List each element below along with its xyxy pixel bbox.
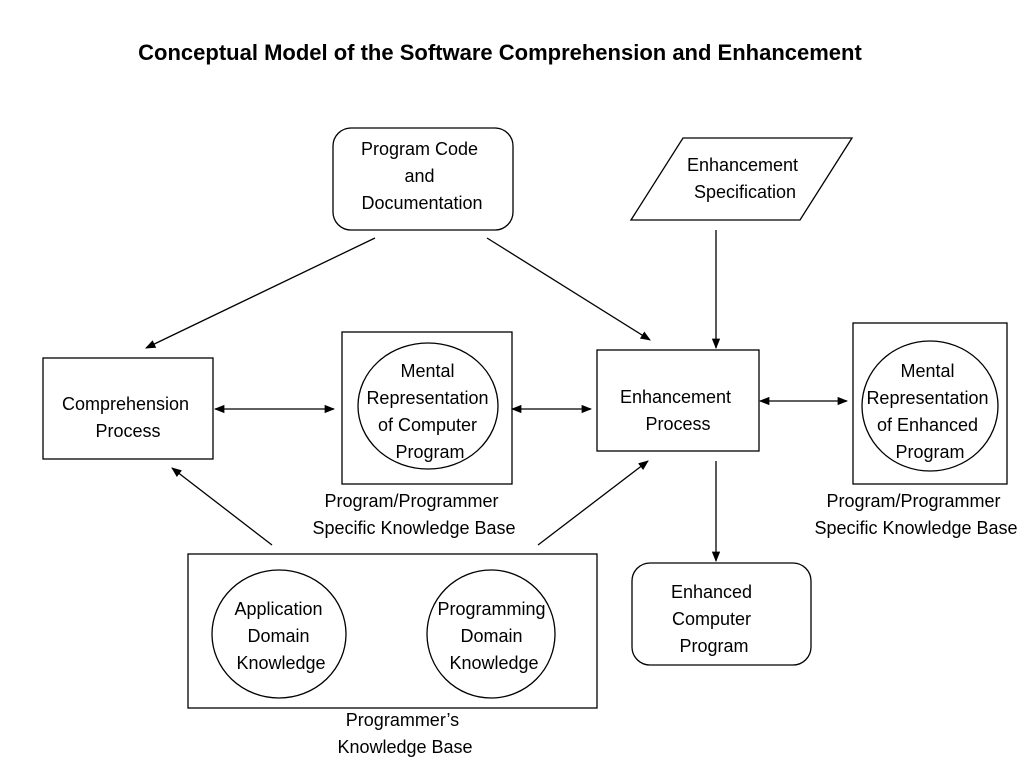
- application-domain-circle: [211, 569, 347, 699]
- application-domain-label: Application Domain Knowledge: [234, 599, 327, 673]
- programming-domain-label: Programming Domain Knowledge: [437, 599, 550, 673]
- arrow-kb-to-enhancement: [537, 460, 649, 546]
- specific-kb-label-1: Program/Programmer Specific Knowledge Ba…: [312, 491, 515, 538]
- arrow-code-to-enhancement: [486, 237, 651, 341]
- programmers-kb-label: Programmer’s Knowledge Base: [337, 710, 472, 757]
- page-title: Conceptual Model of the Software Compreh…: [138, 40, 862, 65]
- enhancement-process-label: Enhancement Process: [620, 387, 736, 434]
- comprehension-process-box: [42, 357, 214, 460]
- program-code-box: [332, 127, 514, 231]
- arrow-code-to-comprehension: [145, 237, 376, 349]
- programming-domain-circle: [426, 569, 556, 699]
- enhanced-program-box: [631, 562, 812, 666]
- arrow-kb-to-comprehension: [171, 467, 273, 546]
- mental-rep-program-circle: [357, 342, 499, 470]
- mental-rep-program-label: Mental Representation of Computer Progra…: [366, 361, 493, 462]
- program-code-label: Program Code and Documentation: [361, 139, 483, 213]
- enhancement-spec-label: Enhancement Specification: [687, 155, 803, 202]
- mental-rep-enhanced-circle: [861, 340, 999, 472]
- mental-rep-enhanced-label: Mental Representation of Enhanced Progra…: [866, 361, 993, 462]
- specific-kb-label-2: Program/Programmer Specific Knowledge Ba…: [814, 491, 1017, 538]
- comprehension-process-label: Comprehension Process: [62, 394, 194, 441]
- enhancement-process-box: [596, 349, 760, 452]
- enhanced-program-label: Enhanced Computer Program: [671, 582, 757, 656]
- enhancement-spec-parallelogram: [629, 137, 854, 221]
